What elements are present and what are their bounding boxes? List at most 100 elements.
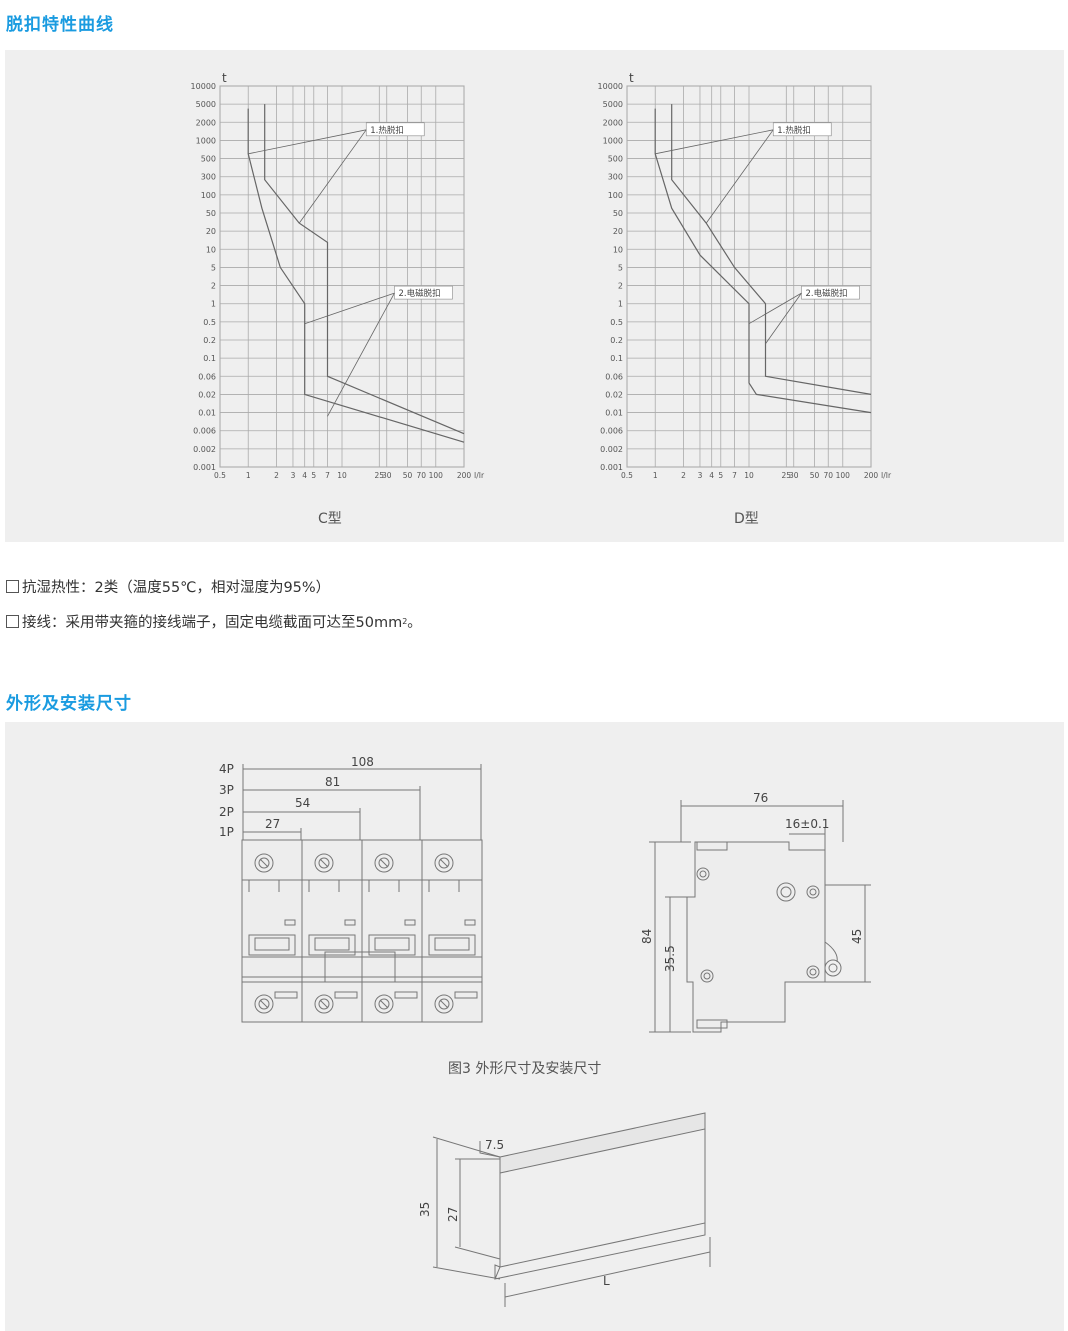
feature-humidity-text: 抗湿热性：2类（温度55℃，相对湿度为95%） [22,580,331,596]
feature-humidity: 抗湿热性：2类（温度55℃，相对湿度为95%） [6,576,330,597]
y-tick-label: 2 [211,282,216,291]
y-tick-label: 0.02 [198,390,216,399]
feature-wiring-text: 接线：采用带夹箍的接线端子，固定电缆截面可达至50mm [22,615,403,631]
y-tick-label: 0.06 [605,372,623,381]
dim-width-81: 81 [325,775,340,789]
dim-rail-length: L [603,1274,610,1288]
dimensions-panel: 4P 3P 2P 1P 108 81 54 27 [5,722,1064,1331]
x-tick-label: 25 [782,471,792,480]
annotation-box [365,122,425,137]
chart-d-title: D型 [734,511,759,527]
annotation-label: 1.热脱扣 [777,125,811,136]
dim-16: 16±0.1 [785,817,829,831]
y-tick-label: 0.002 [193,445,216,454]
y-tick-label: 0.2 [610,336,623,345]
curve-series-1 [247,108,465,443]
x-tick-label: 1 [653,471,658,480]
dim-width-27: 27 [265,817,280,831]
dim-rail-35: 35 [418,1202,432,1217]
x-tick-label: 100 [836,471,851,480]
y-tick-label: 0.006 [193,427,216,436]
dim-35-5: 35.5 [663,945,677,972]
y-tick-label: 0.5 [203,318,216,327]
pole-label-3p: 3P [219,783,234,797]
y-tick-label: 0.002 [600,445,623,454]
y-tick-label: 500 [608,155,623,164]
dim-height-84: 84 [640,929,654,944]
x-tick-label: 7 [325,471,330,480]
dim-depth-76: 76 [753,791,768,805]
annotation-label: 2.电磁脱扣 [398,288,440,299]
y-tick-label: 0.02 [605,390,623,399]
x-tick-label: 70 [823,471,833,480]
y-tick-label: 0.01 [198,409,216,418]
x-tick-label: 2 [681,471,686,480]
superscript-two: 2 [402,617,408,626]
y-tick-label: 0.001 [600,463,623,472]
y-tick-label: 10000 [191,82,216,91]
y-tick-label: 50 [613,209,623,218]
y-tick-label: 5 [211,263,216,272]
curve-series-2 [671,104,872,395]
x-tick-label: 50 [810,471,820,480]
annotation-leader [304,292,395,325]
x-unit-label: I/Ir [474,471,485,480]
y-tick-label: 0.1 [610,354,623,363]
feature-wiring-end: 。 [407,615,422,631]
curve-series-2 [264,104,465,435]
y-tick-label: 0.5 [610,318,623,327]
x-tick-label: 5 [718,471,723,480]
annotation-leader [298,129,367,224]
annotation-leader [248,129,367,155]
annotation-label: 1.热脱扣 [370,125,404,136]
annotation-label: 2.电磁脱扣 [805,288,847,299]
y-tick-label: 20 [613,227,623,236]
x-tick-label: 30 [789,471,799,480]
dim-width-54: 54 [295,796,310,810]
annotation-leader [655,129,774,155]
side-view-drawing: 76 16±0.1 84 35.5 45 [640,791,871,1033]
x-tick-label: 50 [403,471,413,480]
y-tick-label: 10 [206,245,216,254]
x-tick-label: 0.5 [214,471,226,480]
y-tick-label: 500 [201,155,216,164]
dim-rail-7-5: 7.5 [485,1138,504,1152]
x-tick-label: 10 [744,471,754,480]
section-title-tripping-curves: 脱扣特性曲线 [6,15,114,35]
pole-label-4p: 4P [219,762,234,776]
x-tick-label: 70 [416,471,426,480]
curve-series-1 [654,108,872,414]
x-tick-label: 7 [732,471,737,480]
figure-caption: 图3 外形尺寸及安装尺寸 [448,1061,602,1077]
x-tick-label: 200 [457,471,472,480]
x-tick-label: 3 [698,471,703,480]
x-unit-label: I/Ir [881,471,892,480]
dim-rail-27: 27 [446,1207,460,1222]
x-tick-label: 0.5 [621,471,633,480]
y-tick-label: 10000 [598,82,623,91]
din-rail-drawing: 7.5 35 27 L [418,1112,711,1307]
y-tick-label: 10 [613,245,623,254]
x-tick-label: 30 [382,471,392,480]
y-tick-label: 5000 [603,100,623,109]
y-tick-label: 0.001 [193,463,216,472]
y-tick-label: 2 [618,282,623,291]
y-tick-label: 1000 [603,136,623,145]
x-tick-label: 4 [709,471,714,480]
y-tick-label: 2000 [196,118,216,127]
chart-c-type: 100005000200010005003001005020105210.50.… [191,71,485,480]
y-axis-label: t [222,71,227,85]
annotation-leader [765,292,802,344]
y-tick-label: 5 [618,263,623,272]
front-view-drawing: 4P 3P 2P 1P 108 81 54 27 [219,755,483,1023]
x-tick-label: 2 [274,471,279,480]
annotation-leader [327,292,395,417]
x-tick-label: 25 [375,471,385,480]
chart-c-title: C型 [318,511,342,527]
y-tick-label: 300 [201,173,216,182]
annotation-box [801,285,860,300]
checkbox-bullet-icon [6,615,19,628]
pole-label-2p: 2P [219,805,234,819]
y-tick-label: 1 [211,300,216,309]
